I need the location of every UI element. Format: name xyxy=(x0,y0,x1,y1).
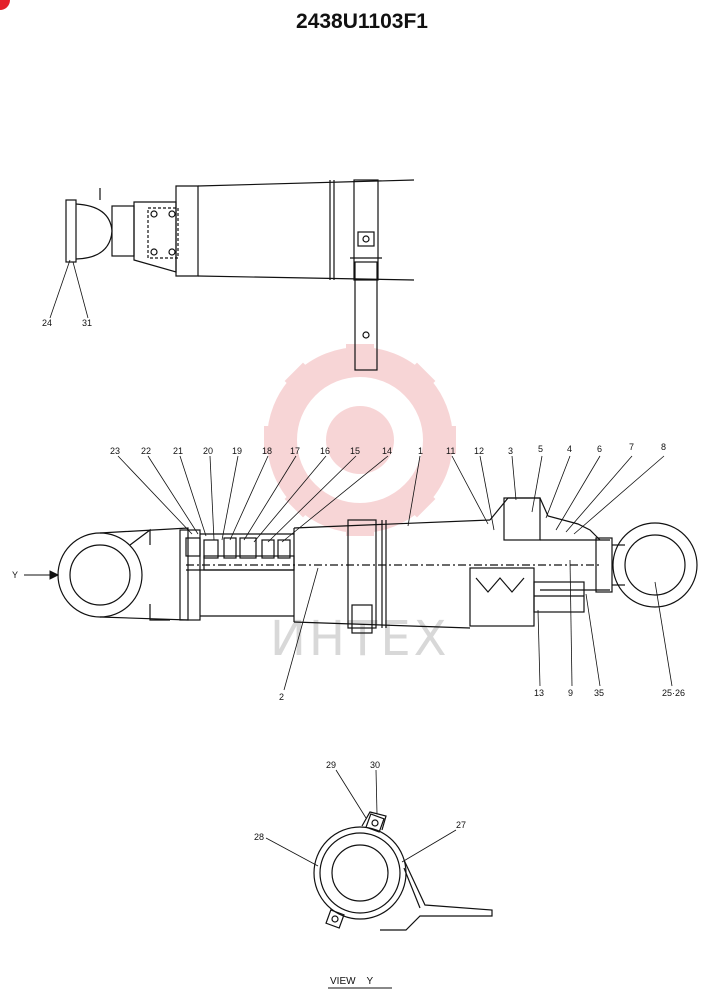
callout-5: 5 xyxy=(538,444,543,454)
callout-12: 12 xyxy=(474,446,484,456)
view-y-marker: Y xyxy=(12,570,18,580)
callout-14: 14 xyxy=(382,446,392,456)
view-y-detail xyxy=(313,811,493,931)
callout-2: 2 xyxy=(279,692,284,702)
callout-3: 3 xyxy=(508,446,513,456)
callout-1: 1 xyxy=(418,446,423,456)
callout-13: 13 xyxy=(534,688,544,698)
callout-30: 30 xyxy=(370,760,380,770)
callout-6: 6 xyxy=(597,444,602,454)
callout-28: 28 xyxy=(254,832,264,842)
callout-16: 16 xyxy=(320,446,330,456)
top-leaders xyxy=(49,259,89,319)
watermark-text: ИНТЕХ xyxy=(270,611,450,667)
view-y-leaders xyxy=(265,769,457,867)
top-detail-view xyxy=(65,179,415,371)
callout-17: 17 xyxy=(290,446,300,456)
main-cylinder-view xyxy=(57,497,698,634)
callout-24: 24 xyxy=(42,318,52,328)
callout-19: 19 xyxy=(232,446,242,456)
callout-22: 22 xyxy=(141,446,151,456)
callout-27: 27 xyxy=(456,820,466,830)
callout-20: 20 xyxy=(203,446,213,456)
watermark-gear xyxy=(264,344,456,536)
callout-8: 8 xyxy=(661,442,666,452)
callout-15: 15 xyxy=(350,446,360,456)
callout-4: 4 xyxy=(567,444,572,454)
callout-23: 23 xyxy=(110,446,120,456)
drawing-title: 2438U1103F1 xyxy=(296,10,428,33)
view-y-arrow xyxy=(24,570,60,580)
callout-7: 7 xyxy=(629,442,634,452)
callout-35: 35 xyxy=(594,688,604,698)
callout-9: 9 xyxy=(568,688,573,698)
main-leaders xyxy=(117,455,673,691)
callout-21: 21 xyxy=(173,446,183,456)
callout-25-26: 25·26 xyxy=(662,688,685,698)
view-y-label: VIEW Y xyxy=(330,976,373,987)
callout-31: 31 xyxy=(82,318,92,328)
callout-29: 29 xyxy=(326,760,336,770)
callout-18: 18 xyxy=(262,446,272,456)
callout-11: 11 xyxy=(446,446,455,456)
corner-logo-mark xyxy=(0,0,10,10)
